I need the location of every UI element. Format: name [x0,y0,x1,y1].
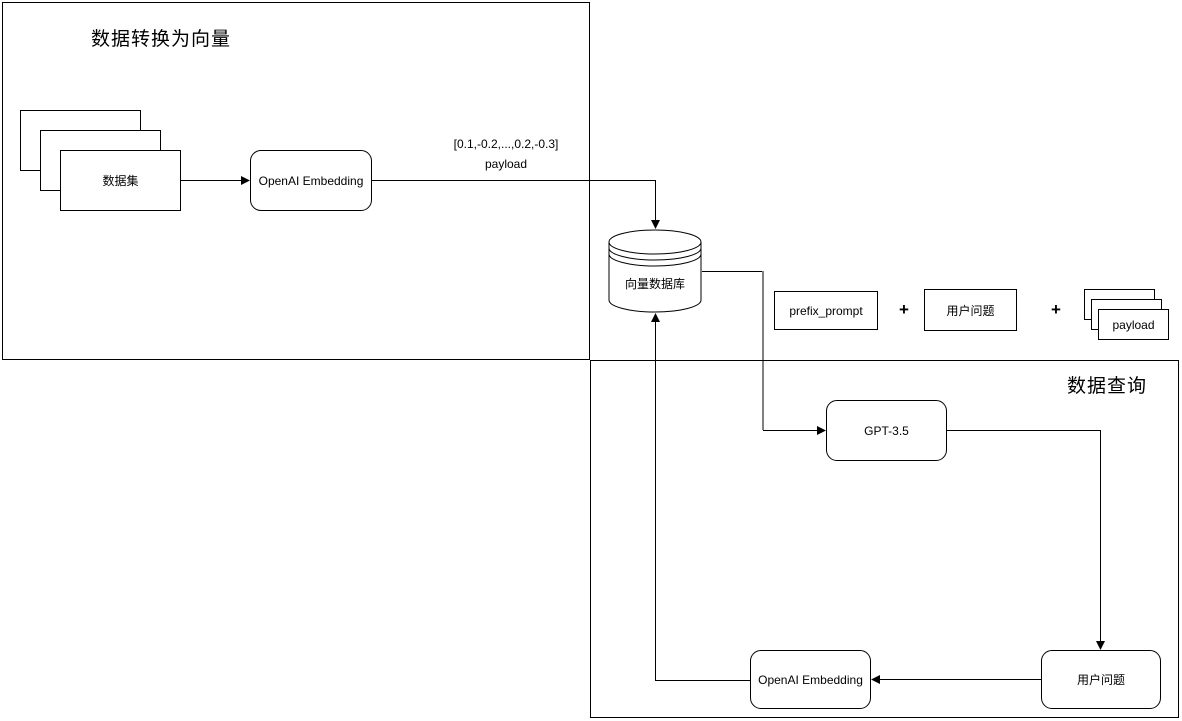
region-query-title: 数据查询 [1066,376,1147,397]
vector-value-label: [0.1,-0.2,...,0.2,-0.3] [453,137,559,151]
connector-dataset-to-embedding [181,176,250,185]
vector-db-label: 向量数据库 [624,277,685,291]
plus-sign-2: + [1051,300,1061,319]
vector-db-cylinder-shape [608,229,702,313]
gpt-label: GPT-3.5 [864,423,909,438]
user-question-term-label: 用户问题 [946,303,995,318]
vector-payload-label: payload [484,157,528,171]
connector-embedding-to-vectordb [372,180,660,229]
user-question-term-node: 用户问题 [924,289,1017,331]
dataset-label: 数据集 [102,174,139,188]
region-query [590,360,1179,718]
payload-label: payload [1112,317,1155,332]
openai-embedding-bottom-label: OpenAI Embedding [758,672,863,687]
plus-sign-1: + [899,300,909,319]
connector-userquestion-to-embedding [871,675,1041,684]
gpt-node: GPT-3.5 [826,400,947,461]
region-vectorize [2,2,590,360]
user-question-bottom-label: 用户问题 [1076,673,1125,687]
payload-node: payload [1098,309,1169,340]
connector-embedding-to-vectordb-up [651,313,750,681]
openai-embedding-top-node: OpenAI Embedding [250,150,372,211]
prefix-prompt-node: prefix_prompt [774,291,878,330]
openai-embedding-bottom-node: OpenAI Embedding [750,650,871,709]
prefix-prompt-label: prefix_prompt [789,303,863,318]
connector-gpt-to-userquestion [947,430,1105,650]
user-question-bottom-node: 用户问题 [1041,650,1161,709]
connector-vectordb-to-gpt [702,271,826,435]
openai-embedding-top-label: OpenAI Embedding [258,173,364,188]
dataset-node: 数据集 [60,150,181,211]
region-vectorize-title: 数据转换为向量 [91,29,232,50]
